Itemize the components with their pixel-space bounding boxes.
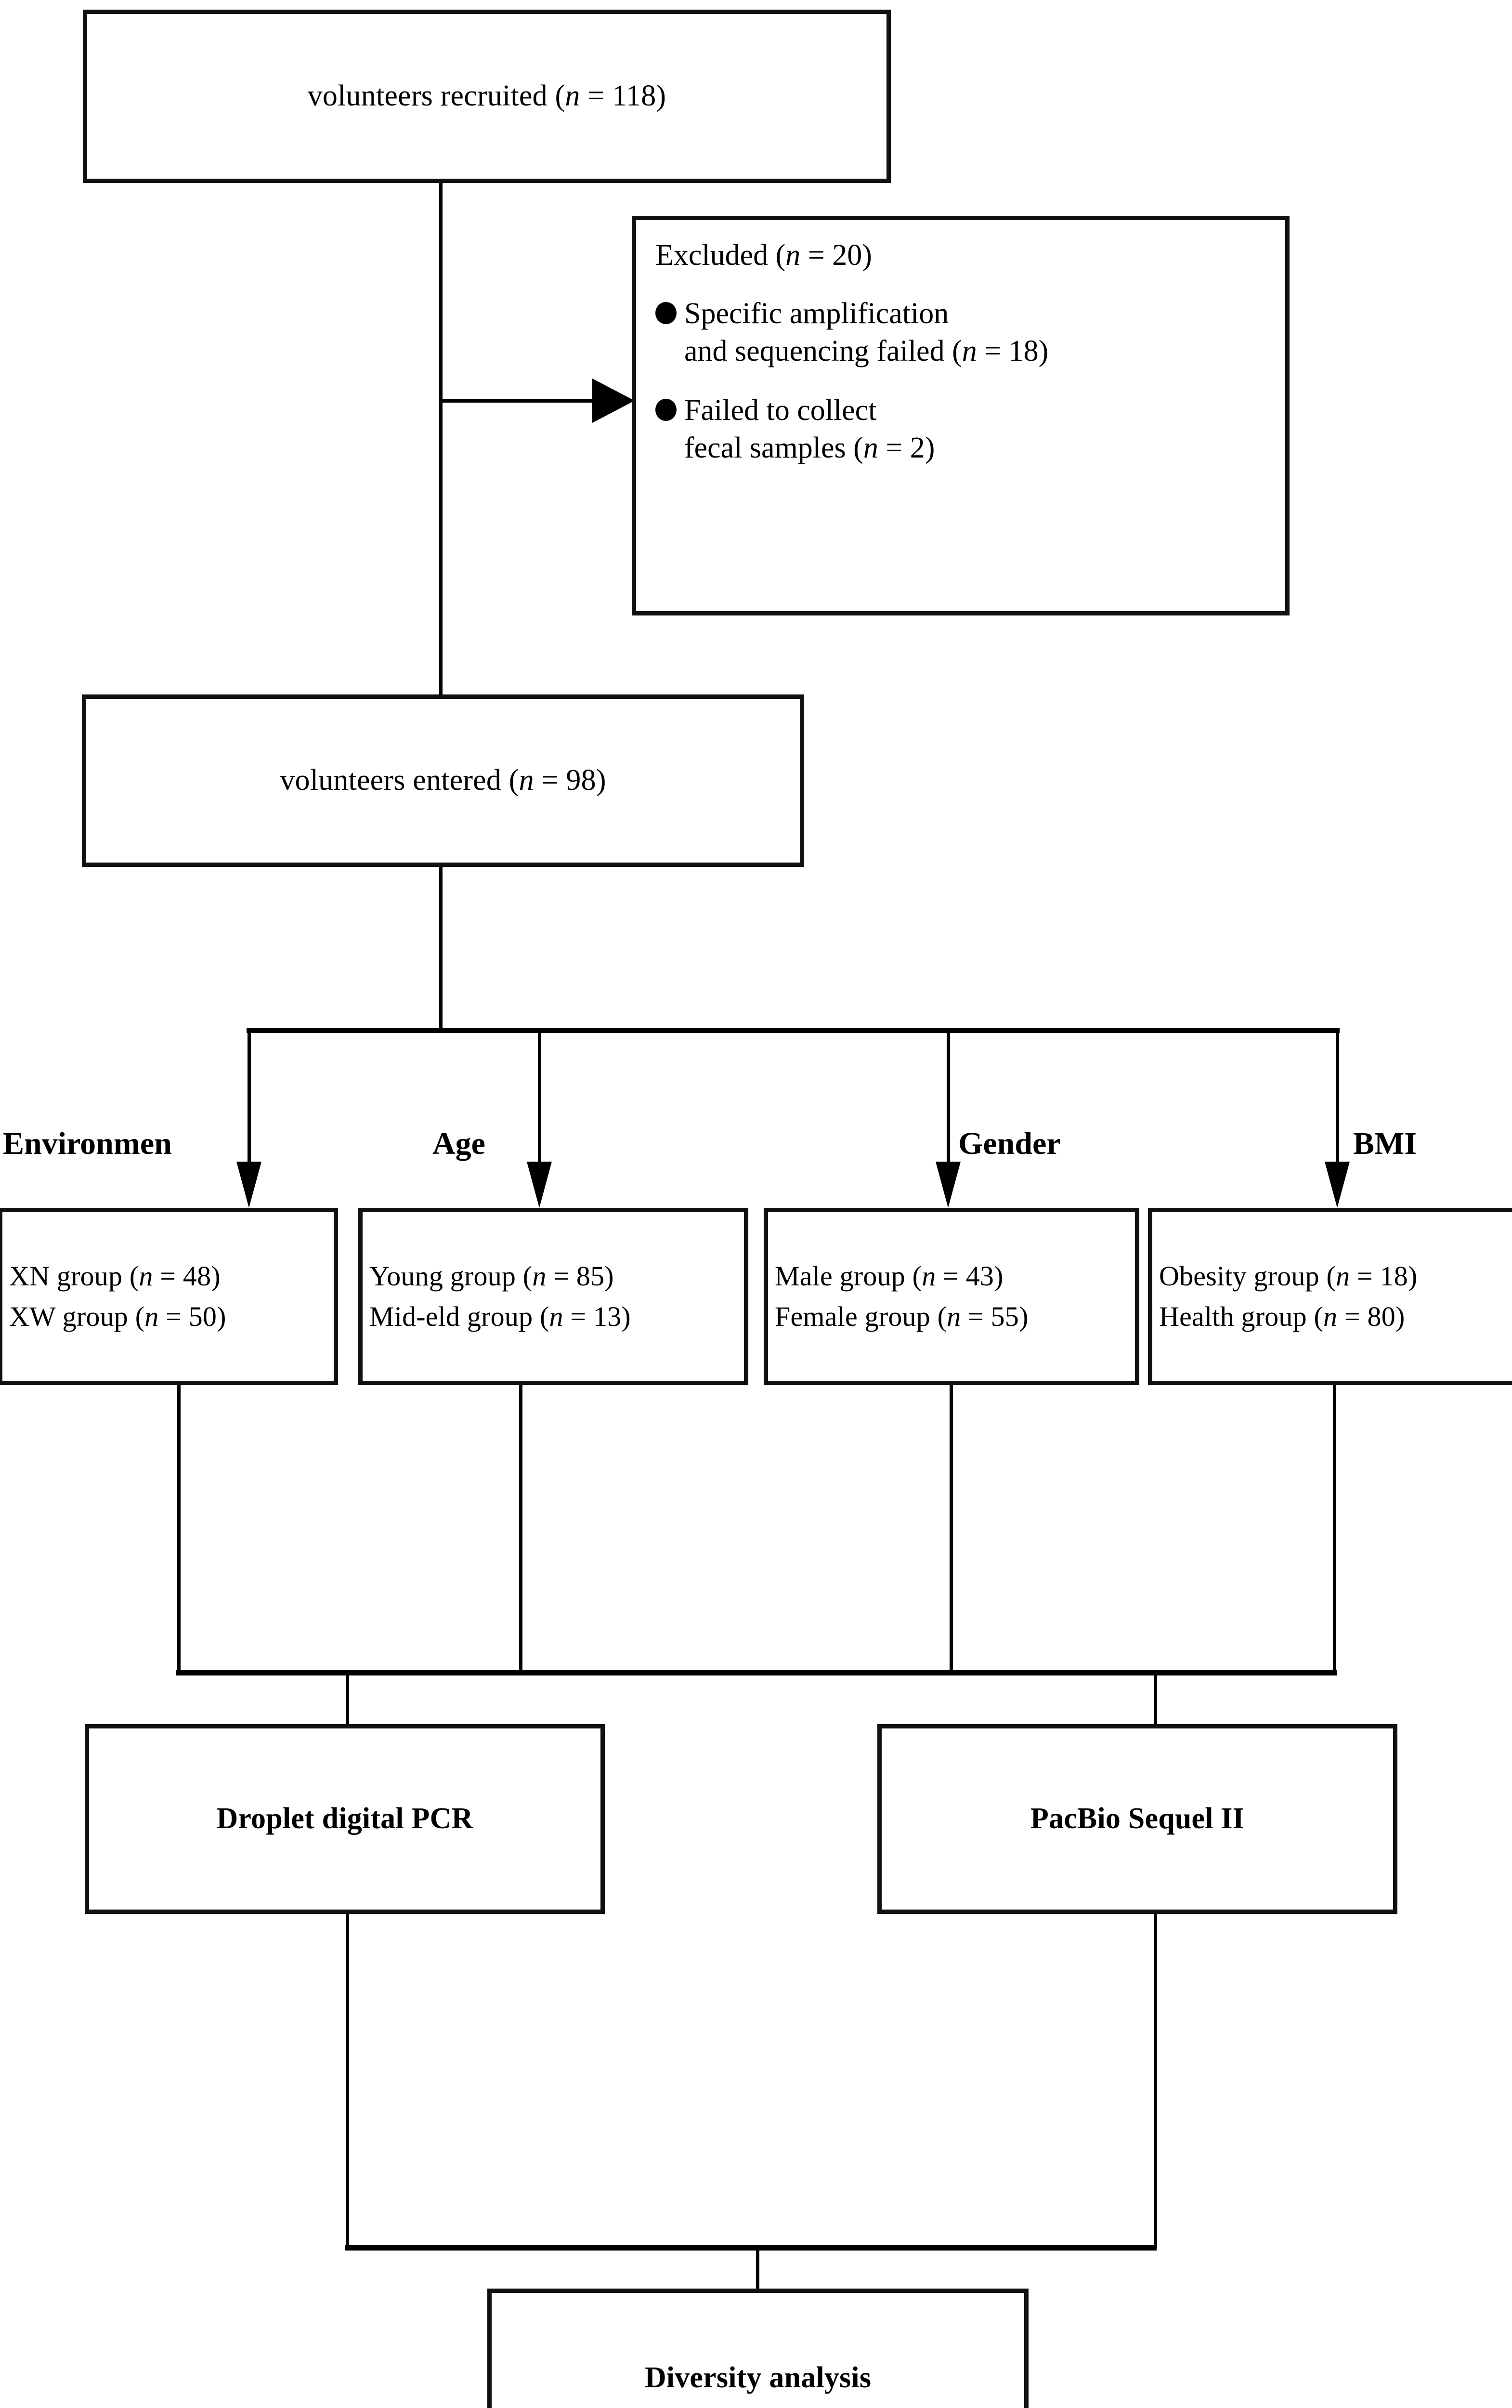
group-environment-lines: XN group (n = 48) XW group (n = 50): [2, 1258, 231, 1335]
arrowhead-gender: [936, 1162, 961, 1208]
excluded-title: Excluded (n = 20): [655, 239, 872, 272]
excluded-reason-1-text: Specific amplification and sequencing fa…: [684, 295, 1048, 370]
category-label-age: Age: [432, 1126, 485, 1161]
node-excluded[interactable]: Excluded (n = 20) Specific amplification…: [632, 216, 1290, 615]
category-label-environment: Environmen: [3, 1126, 172, 1161]
connector-merge-environment: [177, 1385, 181, 1673]
bullet-dot-icon: [655, 399, 677, 421]
node-group-environment[interactable]: XN group (n = 48) XW group (n = 50): [0, 1208, 338, 1385]
node-droplet-digital-pcr-label: Droplet digital PCR: [216, 1802, 473, 1835]
group-label-xn: XN group (n = 48): [9, 1260, 221, 1292]
node-group-age[interactable]: Young group (n = 85) Mid-eld group (n = …: [358, 1208, 748, 1385]
arrowhead-to-excluded: [592, 379, 635, 423]
group-label-mid-eld: Mid-eld group (n = 13): [369, 1301, 631, 1332]
excluded-reason-1-line1: Specific amplification: [684, 297, 949, 330]
connector-recruited-down: [439, 183, 443, 698]
bullet-dot-icon: [655, 302, 677, 325]
group-label-xw: XW group (n = 50): [9, 1301, 226, 1332]
excluded-reason-1: Specific amplification and sequencing fa…: [655, 295, 1271, 370]
category-label-gender: Gender: [958, 1126, 1061, 1161]
node-group-gender[interactable]: Male group (n = 43) Female group (n = 55…: [764, 1208, 1139, 1385]
group-label-male: Male group (n = 43): [775, 1260, 1004, 1292]
connector-merge-bmi: [1333, 1385, 1336, 1673]
connector-pacbio-down: [1154, 1914, 1157, 2248]
group-age-lines: Young group (n = 85) Mid-eld group (n = …: [363, 1258, 636, 1335]
distribution-bar: [247, 1028, 1340, 1033]
node-volunteers-recruited-label: volunteers recruited (n = 118): [307, 79, 666, 113]
arrowhead-age: [527, 1162, 552, 1208]
connector-recruited-to-excluded: [439, 399, 598, 403]
node-diversity-analysis[interactable]: Diversity analysis: [487, 2289, 1029, 2408]
connector-branch-environment: [248, 1031, 251, 1175]
merge-bar-upper: [176, 1670, 1337, 1675]
group-label-female: Female group (n = 55): [775, 1301, 1029, 1332]
group-label-obesity: Obesity group (n = 18): [1159, 1260, 1418, 1292]
node-volunteers-entered[interactable]: volunteers entered (n = 98): [82, 694, 804, 867]
excluded-reason-2-text: Failed to collect fecal samples (n = 2): [684, 392, 935, 467]
connector-entered-down: [439, 867, 443, 1031]
excluded-reason-1-line2: and sequencing failed (n = 18): [684, 334, 1049, 367]
excluded-reason-2-line2: fecal samples (n = 2): [684, 431, 935, 464]
arrowhead-environment: [236, 1162, 261, 1208]
excluded-reason-2: Failed to collect fecal samples (n = 2): [655, 392, 1271, 467]
node-pacbio-sequel-ii[interactable]: PacBio Sequel II: [877, 1724, 1397, 1914]
connector-merge-age: [519, 1385, 522, 1673]
node-volunteers-entered-label: volunteers entered (n = 98): [280, 764, 606, 797]
node-group-bmi[interactable]: Obesity group (n = 18) Health group (n =…: [1148, 1208, 1512, 1385]
category-label-bmi: BMI: [1353, 1126, 1417, 1161]
group-gender-lines: Male group (n = 43) Female group (n = 55…: [768, 1258, 1033, 1335]
connector-branch-gender: [947, 1031, 950, 1175]
connector-merge-gender: [950, 1385, 953, 1673]
connector-branch-age: [538, 1031, 541, 1175]
node-droplet-digital-pcr[interactable]: Droplet digital PCR: [85, 1724, 605, 1914]
merge-bar-lower: [345, 2245, 1157, 2251]
group-bmi-lines: Obesity group (n = 18) Health group (n =…: [1152, 1258, 1422, 1335]
group-label-young: Young group (n = 85): [369, 1260, 614, 1292]
excluded-content: Excluded (n = 20) Specific amplification…: [636, 220, 1285, 481]
node-diversity-analysis-label: Diversity analysis: [644, 2361, 872, 2395]
excluded-reason-2-line1: Failed to collect: [684, 394, 877, 427]
node-pacbio-sequel-ii-label: PacBio Sequel II: [1030, 1802, 1245, 1835]
connector-ddpcr-down: [346, 1914, 349, 2248]
node-volunteers-recruited[interactable]: volunteers recruited (n = 118): [83, 10, 891, 183]
group-label-health: Health group (n = 80): [1159, 1301, 1405, 1332]
arrowhead-bmi: [1325, 1162, 1350, 1208]
connector-branch-bmi: [1336, 1031, 1339, 1175]
